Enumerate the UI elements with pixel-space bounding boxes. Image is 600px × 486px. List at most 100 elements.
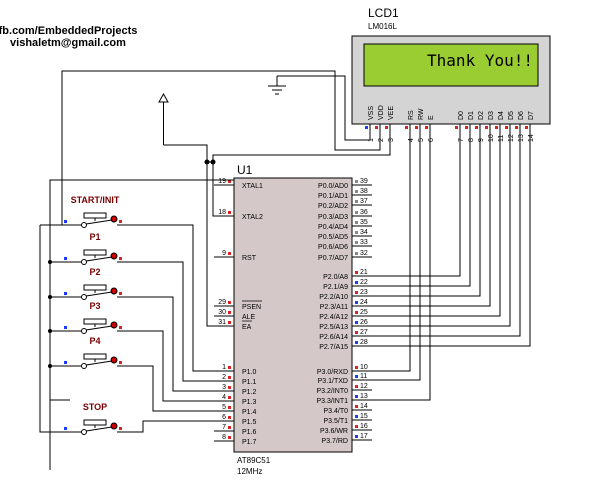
mcu-pin-number: 23	[360, 289, 368, 296]
mcu-pin-number: 16	[360, 423, 368, 430]
lcd-pin-label: VDD	[378, 105, 385, 120]
mcu-pin-number: 36	[360, 209, 368, 216]
lcd-pin-label: E	[428, 115, 435, 120]
lcd-pin-d1: D18	[465, 111, 475, 142]
lcd-pin-number: 4	[408, 138, 415, 142]
mcu-pin-label: P2.0/A8	[323, 274, 348, 281]
switch-p4[interactable]: P4	[64, 336, 125, 369]
mcu-pin-label: P3.7/RD	[322, 438, 348, 445]
lcd-pin-label: D7	[528, 111, 535, 120]
lcd-pin-label: D5	[508, 111, 515, 120]
lcd-pin-number: 8	[468, 138, 475, 142]
mcu-pin-label: P1.1	[242, 379, 257, 386]
mcu-pin-number: 38	[360, 188, 368, 195]
mcu-pin-number: 18	[218, 209, 226, 216]
mcu-pin-number: 13	[360, 393, 368, 400]
mcu-pin-label: P0.5/AD5	[318, 234, 348, 241]
lcd-pin-number: 14	[528, 134, 535, 142]
switch-label: P1	[89, 232, 100, 242]
mcu-pin-number: 6	[222, 414, 226, 421]
lcd-pin-number: 6	[428, 138, 435, 142]
lcd-pin-label: RS	[408, 110, 415, 120]
switch-stop[interactable]: STOP	[64, 402, 125, 435]
mcu-pin-number: 1	[222, 364, 226, 371]
mcu-pin-label: P0.7/AD7	[318, 255, 348, 262]
switch-label: P4	[89, 336, 100, 346]
mcu-pin-number: 34	[360, 229, 368, 236]
mcu-pin-label: P0.1/AD1	[318, 193, 348, 200]
switch-label: P3	[89, 301, 100, 311]
mcu-pin-label: XTAL2	[242, 214, 263, 221]
vcc-symbol-icon	[158, 92, 169, 103]
lcd-pin-rs: RS 4	[405, 110, 415, 142]
mcu-pin-label: P1.5	[242, 419, 257, 426]
switch-p1[interactable]: P1	[64, 232, 125, 265]
mcu-ref: U1	[237, 163, 253, 177]
mcu-pin-number: 37	[360, 198, 368, 205]
mcu-pin-label: P2.6/A14	[319, 334, 348, 341]
lcd-pin-number: 9	[478, 138, 485, 142]
switch-label: STOP	[83, 402, 107, 412]
mcu-pin-label: P3.6/WR	[320, 428, 348, 435]
mcu-pin-label: ALE	[242, 314, 256, 321]
mcu-pin-number: 7	[222, 424, 226, 431]
mcu-pin-label: P0.3/AD3	[318, 214, 348, 221]
mcu-pin-number: 8	[222, 434, 226, 441]
lcd-pin-label: D4	[498, 111, 505, 120]
mcu-pin-number: 17	[360, 433, 368, 440]
mcu-pin-number: 19	[218, 178, 226, 185]
mcu-pin-label: P0.4/AD4	[318, 224, 348, 231]
mcu-pin-label: P1.7	[242, 439, 257, 446]
lcd-pin-number: 11	[498, 135, 505, 142]
switch-start-init[interactable]: START/INIT	[64, 195, 125, 228]
mcu-pin-label: P3.1/TXD	[318, 378, 348, 385]
mcu-pin-label: P3.0/RXD	[317, 369, 348, 376]
mcu-pin-label: P1.0	[242, 369, 257, 376]
lcd-pin-label: RW	[418, 108, 425, 120]
wiring	[39, 70, 531, 470]
mcu-pin-number: 5	[222, 404, 226, 411]
lcd-pin-number: 3	[388, 138, 395, 142]
switch-p3[interactable]: P3	[64, 301, 125, 334]
mcu-pin-number: 39	[360, 178, 368, 185]
mcu-pin-label: XTAL1	[242, 183, 263, 190]
switch-p2[interactable]: P2	[64, 267, 125, 300]
lcd-ref: LCD1	[368, 6, 399, 20]
lcd-pin-label: D2	[478, 111, 485, 120]
lcd-pin-number: 10	[488, 134, 495, 142]
mcu-pin-p1-6: 7P1.6	[214, 424, 257, 436]
header-line2: vishaletm@gmail.com	[10, 37, 126, 49]
mcu-pin-number: 11	[360, 373, 367, 380]
mcu-clock: 12MHz	[237, 467, 262, 476]
mcu-pin-label: P2.5/A13	[319, 324, 348, 331]
lcd-display-text: Thank You!!	[427, 51, 533, 70]
mcu-pin-number: 26	[360, 319, 368, 326]
mcu-pin-label: P0.2/AD2	[318, 203, 348, 210]
switch-label: P2	[89, 267, 100, 277]
mcu-pin-number: 14	[360, 403, 368, 410]
lcd-pin-d2: D2 9	[475, 111, 485, 142]
lcd-pin-number: 13	[518, 134, 525, 142]
mcu-pin-number: 9	[222, 250, 226, 257]
mcu-body	[233, 177, 353, 453]
mcu-pin-number: 4	[222, 394, 226, 401]
mcu-pin-number: 12	[360, 383, 368, 390]
mcu-pin-number: 33	[360, 239, 368, 246]
mcu-pin-label: EA	[242, 324, 252, 331]
mcu-part: AT89C51	[237, 456, 271, 465]
mcu-pin-number: 25	[360, 309, 368, 316]
